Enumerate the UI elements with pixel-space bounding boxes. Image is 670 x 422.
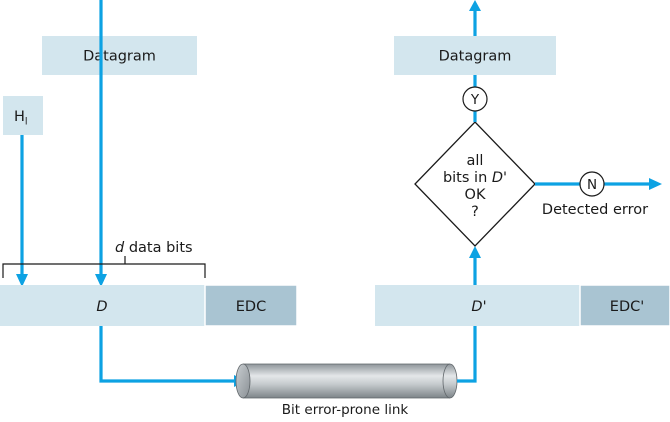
receiver-data-label-text: D'	[471, 299, 486, 315]
receiver-edc-field	[579, 284, 670, 327]
detected-error-label: Detected error	[542, 202, 648, 218]
header-box	[3, 96, 43, 135]
receiver-datagram-box	[394, 36, 556, 75]
header-label: Hl	[14, 109, 28, 128]
header-label-subscript: l	[25, 117, 28, 128]
data-bits-bracket	[2, 256, 206, 278]
sender-datagram-label: Datagram	[83, 49, 156, 65]
data-bits-label: d data bits	[115, 240, 193, 256]
sender-data-label: D	[96, 299, 107, 315]
decision-diamond	[414, 121, 536, 247]
decision-line-2: bits in D'	[443, 170, 507, 186]
no-circle	[579, 171, 605, 197]
sender-edc-label: EDC	[236, 299, 266, 315]
receiver-data-label: D'	[471, 299, 486, 315]
receiver-datagram-label: Datagram	[439, 49, 512, 65]
decision-line-2-italic: D	[492, 170, 503, 186]
decision-line-2-suffix: '	[503, 170, 507, 186]
data-bits-label-rest: data bits	[124, 240, 192, 256]
decision-line-1: all	[467, 153, 484, 169]
data-bits-label-italic: d	[115, 240, 125, 256]
link-cylinder	[235, 363, 458, 399]
receiver-edc-label: EDC'	[610, 299, 644, 315]
receiver-up-arrow	[469, 246, 481, 285]
decision-line-3: OK	[465, 187, 486, 203]
yes-circle	[462, 86, 488, 112]
sender-datagram-box	[42, 36, 197, 75]
no-label: N	[587, 177, 597, 193]
header-label-main: H	[14, 109, 25, 125]
decision-line-4: ?	[471, 204, 479, 220]
decision-line-2-prefix: bits in	[443, 170, 492, 186]
link-flow-in	[99, 326, 246, 387]
link-label: Bit error-prone link	[282, 402, 409, 418]
sender-edc-field	[204, 284, 298, 327]
yes-label: Y	[470, 92, 480, 108]
header-arrow	[16, 135, 28, 287]
sender-data-field	[0, 285, 205, 326]
receiver-data-field	[375, 285, 580, 326]
sender-datagram-arrow	[95, 0, 107, 287]
